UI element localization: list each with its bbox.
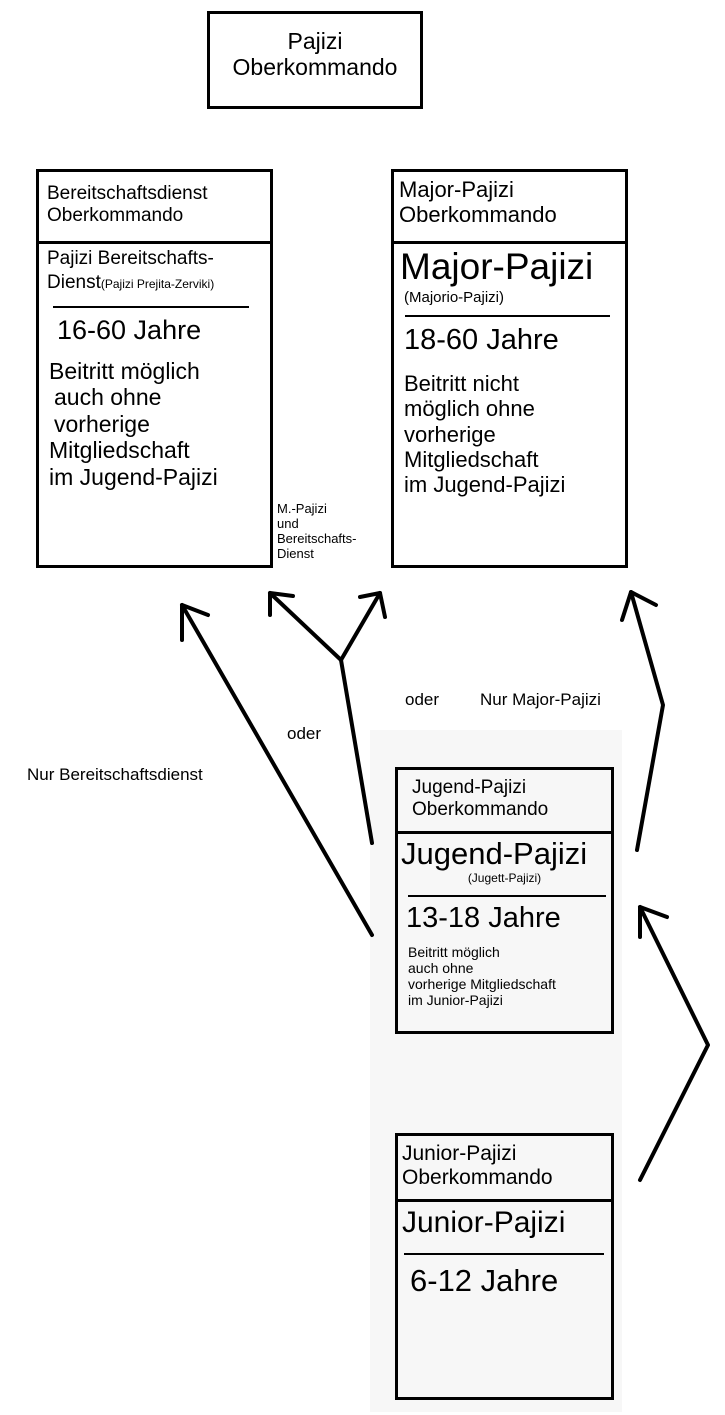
age-range: 13-18 Jahre <box>406 902 561 934</box>
arrow-jugend-fork <box>268 591 387 845</box>
jugend-pajizi-box: Jugend-Pajizi Oberkommando Jugend-Pajizi… <box>395 767 614 1034</box>
unit-alias: (Pajizi Prejita-Zerviki) <box>100 277 215 291</box>
label-both: M.-Pajizi und Bereitschafts- Dienst <box>277 501 357 561</box>
pajizi-oberkommando-box: Pajizi Oberkommando <box>207 11 423 109</box>
header-line-2: Oberkommando <box>412 798 549 820</box>
label-oder-2: oder <box>287 724 322 743</box>
background-shade <box>370 730 622 1412</box>
header-line-1: Bereitschaftsdienst <box>47 183 208 204</box>
major-header: Major-Pajizi Oberkommando <box>394 172 625 244</box>
unit-name: Junior-Pajizi <box>402 1206 566 1239</box>
description: Beitritt nicht möglich ohne vorherige Mi… <box>404 371 566 498</box>
header-line-2: Oberkommando <box>399 202 557 228</box>
unit-name: Jugend-Pajizi <box>401 836 588 871</box>
top-line-2: Oberkommando <box>232 54 398 81</box>
header-line-2: Oberkommando <box>402 1166 553 1190</box>
unit-name-2: Dienst <box>47 272 101 293</box>
age-range: 18-60 Jahre <box>404 324 559 356</box>
arrow-jugend-to-bereitschaft <box>180 603 374 937</box>
divider <box>53 306 249 308</box>
label-oder-1: oder <box>405 690 440 709</box>
unit-alias: (Majorio-Pajizi) <box>404 289 505 306</box>
junior-header: Junior-Pajizi Oberkommando <box>398 1136 611 1202</box>
divider <box>405 315 610 317</box>
age-range: 16-60 Jahre <box>57 315 202 345</box>
label-only-major: Nur Major-Pajizi <box>480 690 601 709</box>
description: Beitritt möglich auch ohne vorherige Mit… <box>49 358 218 490</box>
unit-alias: (Jugett-Pajizi) <box>467 871 542 885</box>
bereitschaftsdienst-box: Bereitschaftsdienst Oberkommando Pajizi … <box>36 169 273 568</box>
header-line-1: Major-Pajizi <box>399 177 514 202</box>
junior-pajizi-box: Junior-Pajizi Oberkommando Junior-Pajizi… <box>395 1133 614 1400</box>
arrow-jugend-to-major <box>620 590 665 852</box>
divider <box>408 895 606 897</box>
header-line-1: Jugend-Pajizi <box>412 777 527 798</box>
description: Beitritt möglich auch ohne vorherige Mit… <box>408 944 556 1009</box>
jugend-header: Jugend-Pajizi Oberkommando <box>398 770 611 834</box>
age-range: 6-12 Jahre <box>410 1263 559 1298</box>
header-line-1: Junior-Pajizi <box>402 1142 517 1165</box>
header-line-2: Oberkommando <box>47 204 184 226</box>
unit-name: Major-Pajizi <box>400 246 594 287</box>
arrow-junior-to-jugend <box>638 905 710 1182</box>
unit-name-1: Pajizi Bereitschafts- <box>47 248 214 269</box>
top-line-1: Pajizi <box>287 28 343 54</box>
label-only-bereitschaft: Nur Bereitschaftsdienst <box>27 765 203 784</box>
major-pajizi-box: Major-Pajizi Oberkommando Major-Pajizi (… <box>391 169 628 568</box>
divider <box>404 1253 604 1255</box>
bereitschaftsdienst-header: Bereitschaftsdienst Oberkommando <box>39 172 270 244</box>
